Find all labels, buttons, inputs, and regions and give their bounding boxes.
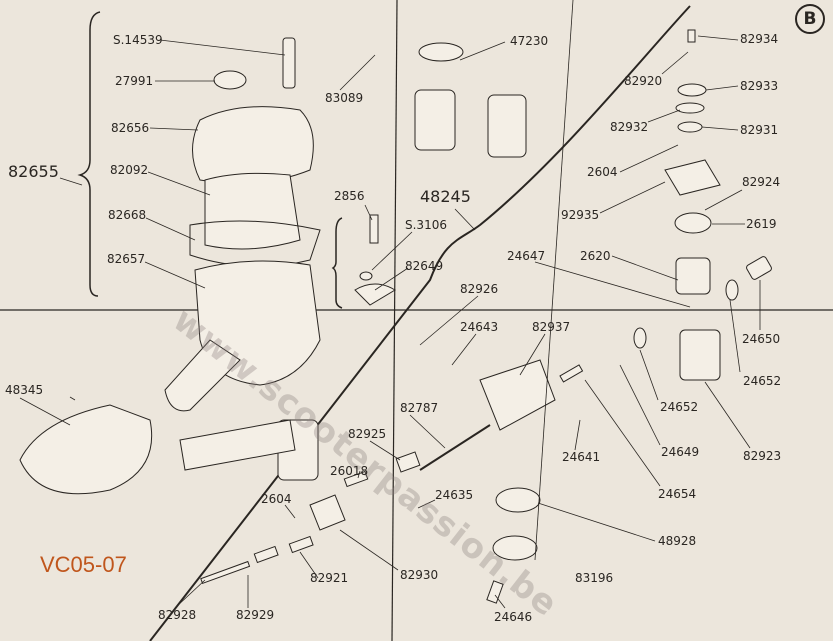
part-label: 24643 [460, 320, 499, 334]
part-label: 2620 [580, 249, 611, 263]
part-label: 82787 [400, 401, 439, 415]
part-label: 82934 [740, 32, 779, 46]
part-label: 24652 [743, 374, 782, 388]
part-label: 24652 [660, 400, 699, 414]
part-label: 82937 [532, 320, 571, 334]
part-label: 82921 [310, 571, 349, 585]
part-label: 24646 [494, 610, 533, 624]
part-label: 82923 [743, 449, 782, 463]
divider-diagonal [149, 5, 691, 641]
part-label: 82657 [107, 252, 146, 266]
part-label: 2604 [587, 165, 618, 179]
figure-code: VC05-07 [40, 552, 127, 577]
part-label: S.14539 [113, 33, 163, 47]
part-label: 82649 [405, 259, 444, 273]
part-label: 82926 [460, 282, 499, 296]
part-label: 82920 [624, 74, 663, 88]
leader-lines [19, 0, 761, 609]
part-label: 48928 [658, 534, 697, 548]
part-label: 2856 [334, 189, 365, 203]
part-label: 82924 [742, 175, 781, 189]
part-label: 82928 [158, 608, 197, 622]
part-label: 82929 [236, 608, 275, 622]
part-label: 24641 [562, 450, 601, 464]
part-label: 82656 [111, 121, 150, 135]
part-label: 83196 [575, 571, 614, 585]
part-label: 82930 [400, 568, 439, 582]
page-badge: B [795, 4, 825, 34]
part-label: 82925 [348, 427, 387, 441]
part-label: 24635 [435, 488, 474, 502]
part-label: 82932 [610, 120, 649, 134]
brace-2856 [331, 217, 343, 309]
part-label: 24650 [742, 332, 781, 346]
part-label: 83089 [325, 91, 364, 105]
part-label: 24647 [507, 249, 546, 263]
part-label: 24654 [658, 487, 697, 501]
part-label: S.3106 [405, 218, 447, 232]
part-label: 92935 [561, 208, 600, 222]
part-label: 26018 [330, 464, 369, 478]
part-shapes [19, 29, 772, 604]
part-label: 82092 [110, 163, 149, 177]
part-label: 47230 [510, 34, 549, 48]
part-label: 82668 [108, 208, 147, 222]
part-label: 2604 [261, 492, 292, 506]
part-label: 82931 [740, 123, 779, 137]
part-label: 82933 [740, 79, 779, 93]
assembly-label-air-filter: 82655 [8, 162, 59, 181]
brace-82655 [77, 11, 101, 297]
assembly-label-carburettor: 48245 [420, 187, 471, 206]
part-label: 48345 [5, 383, 44, 397]
divider-vertical [391, 0, 398, 641]
part-label: 27991 [115, 74, 154, 88]
part-label: 24649 [661, 445, 700, 459]
part-label: 2619 [746, 217, 777, 231]
